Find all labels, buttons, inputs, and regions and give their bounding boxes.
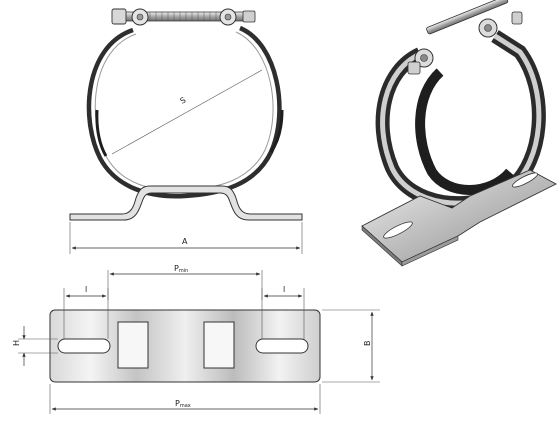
label-l-right: l [283, 285, 285, 294]
label-p-min: P [174, 264, 179, 273]
label-p-min-sub: min [179, 268, 188, 274]
slot-left [57, 338, 111, 354]
svg-text:Pmax: Pmax [175, 399, 191, 409]
iso-base [361, 169, 557, 267]
dimension-p-min: Pmin [107, 264, 263, 339]
base-bracket [69, 185, 303, 221]
plan-view: Pmin l l H B [12, 264, 380, 414]
label-p-max-sub: max [180, 403, 191, 409]
clamp-ring [86, 25, 284, 199]
dimension-s: S [111, 69, 263, 155]
label-p-max: P [175, 399, 180, 408]
label-s: S [179, 95, 188, 105]
square-hole-left [117, 321, 149, 369]
label-h: H [12, 340, 21, 346]
dimension-b: B [322, 309, 380, 383]
bolt-assembly [111, 8, 256, 26]
isometric-view [361, 0, 557, 267]
label-a: A [182, 237, 188, 246]
label-l-left: l [85, 285, 87, 294]
dimension-p-max: Pmax [49, 384, 321, 414]
slot-right [255, 338, 309, 354]
svg-text:Pmin: Pmin [174, 264, 188, 274]
dimension-a: A [69, 222, 303, 254]
front-view: S A [69, 8, 303, 254]
label-b: B [363, 341, 372, 347]
dimension-h: H [12, 326, 58, 366]
iso-bolt [407, 0, 523, 75]
dimension-l-right: l [261, 285, 305, 339]
dimension-l-left: l [63, 285, 109, 339]
square-hole-right [203, 321, 235, 369]
